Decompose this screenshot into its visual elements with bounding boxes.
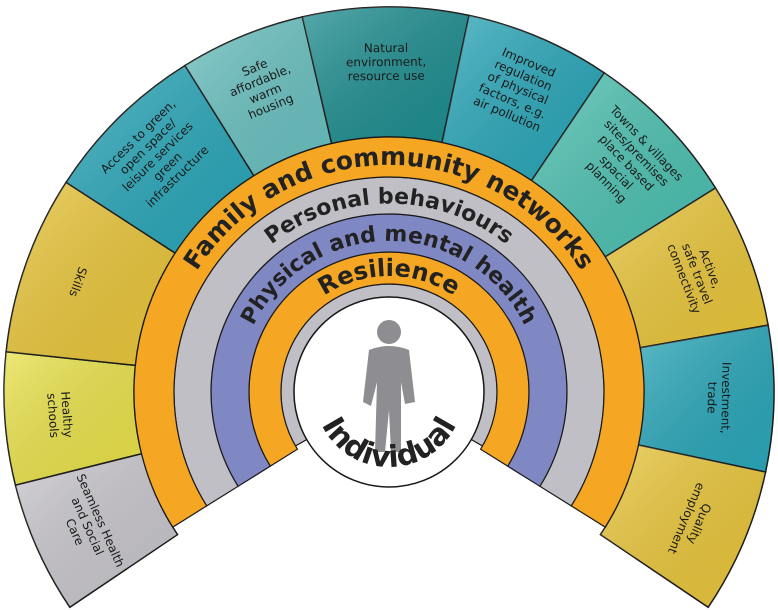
- segment-quality-employment: Qualityemployment: [599, 444, 767, 609]
- segment-active-travel: Active,safe travelconnectivity: [604, 186, 770, 349]
- segment-investment-trade: Investment,trade: [637, 324, 775, 473]
- segment-label-investment-trade: Investment,trade: [704, 362, 733, 434]
- segment-access-green: Access to green,open space/leisure servi…: [65, 64, 255, 255]
- segment-improved-regulation: Improvedregulationof physicalfactors, e.…: [441, 14, 606, 182]
- segment-towns-villages: Towns & villagessites/premisesplace base…: [530, 71, 717, 258]
- segment-label-healthy-schools: Healthyschools: [44, 391, 75, 439]
- ring-family-community: [133, 136, 645, 528]
- person-silhouette-icon: [363, 320, 415, 452]
- segment-seamless-health: Seamless Healthand SocialCare: [14, 452, 179, 609]
- inner-rings: [133, 136, 645, 528]
- segment-healthy-schools: Healthyschools: [3, 350, 143, 487]
- center-individual: Individual: [293, 296, 485, 488]
- outer-segments: Seamless Healthand SocialCare Healthyscho…: [3, 6, 775, 609]
